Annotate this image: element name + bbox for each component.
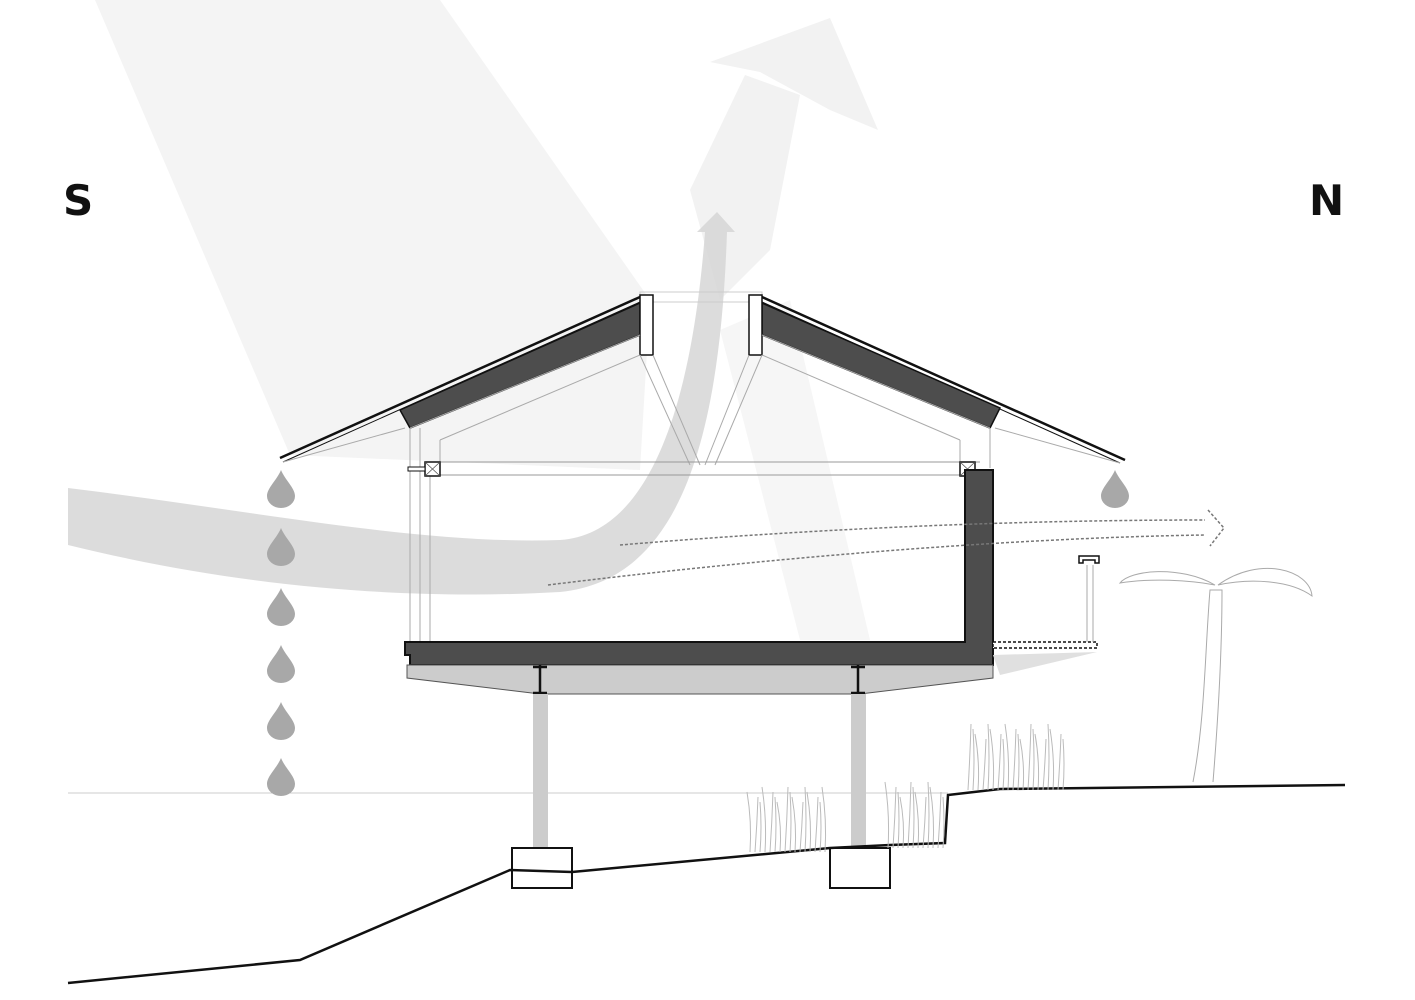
ridge-vent-post [748, 294, 763, 356]
grass-blade [1012, 728, 1017, 791]
ground-line [67, 783, 1346, 985]
cross-ventilation-arrows [547, 509, 1225, 586]
grass-blade [1032, 728, 1035, 791]
roof [279, 291, 1126, 642]
airflow-arrow [68, 212, 735, 595]
grass-blade [967, 723, 972, 791]
floor-substructure [406, 664, 994, 695]
grass-blade [1027, 723, 1032, 791]
grass-blade [899, 796, 905, 849]
grass-blade [1042, 738, 1047, 791]
grass-blade [1047, 723, 1050, 791]
grass-blade [806, 791, 812, 853]
grass-blade [974, 733, 980, 791]
grass-blade [942, 796, 945, 849]
grass-blade [784, 786, 789, 853]
grass-blade [1004, 723, 1010, 791]
grass-blade [1062, 738, 1065, 791]
palm-tree [1118, 567, 1313, 783]
rain-drops [267, 470, 1129, 796]
grass-blade [776, 801, 782, 853]
grass-blade [814, 796, 819, 853]
grass-blade [1019, 738, 1025, 791]
grass-blade [789, 791, 792, 853]
rain-drop [267, 702, 295, 740]
steel-beams [533, 665, 865, 695]
grass-blade [1002, 738, 1005, 791]
south-label: S [63, 176, 94, 225]
ridge-vent-post [639, 294, 654, 356]
grass-blade [819, 801, 822, 853]
grass-blade [791, 796, 797, 853]
north-label: N [1309, 176, 1345, 225]
column [851, 694, 866, 849]
grass-blade [799, 801, 804, 853]
grass-blade [972, 728, 975, 791]
grass-blade [769, 791, 774, 853]
grass-blade [907, 781, 912, 849]
grass-blade [982, 738, 987, 791]
grass-blade [927, 781, 930, 849]
grass-blade [754, 796, 759, 853]
grass-blade [1049, 728, 1055, 791]
rain-drop [267, 470, 295, 508]
grass-blade [997, 733, 1002, 791]
grass-blade [922, 796, 927, 849]
grass-blade [987, 723, 990, 791]
grass-blade [929, 786, 935, 849]
column [533, 694, 548, 849]
sunlight-band [95, 0, 650, 470]
grass-blade [774, 796, 777, 853]
grass-blade [804, 786, 807, 853]
grass-blade [1017, 733, 1020, 791]
grass [746, 723, 1065, 853]
grass-blade [821, 786, 827, 853]
grass-blade [1057, 733, 1062, 791]
grass-blade [884, 781, 890, 849]
footing [511, 847, 573, 889]
rain-drop [267, 528, 295, 566]
grass-blade [892, 786, 897, 849]
grass-blade [912, 786, 915, 849]
grass-blade [761, 786, 767, 853]
north-deck [992, 555, 1100, 675]
grass-blade [1034, 733, 1040, 791]
grass-blade [914, 791, 920, 849]
grass-blade [989, 728, 995, 791]
footing [829, 847, 891, 889]
rain-drop [1101, 470, 1129, 508]
rain-drop [267, 758, 295, 796]
grass-blade [897, 791, 900, 849]
rain-drop [267, 645, 295, 683]
grass-blade [746, 791, 752, 853]
grass-blade [759, 801, 762, 853]
grass-blade [937, 791, 942, 849]
rain-drop [267, 588, 295, 626]
